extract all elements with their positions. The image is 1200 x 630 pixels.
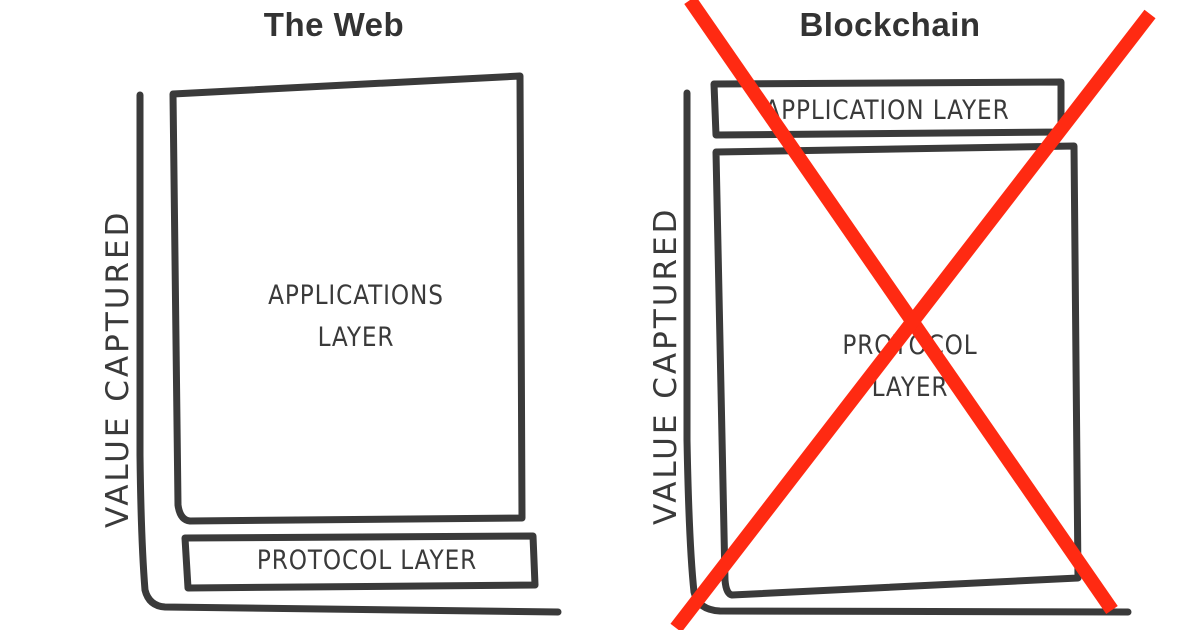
web-panel: The Web <box>263 6 405 43</box>
web-applications-box <box>169 72 526 525</box>
web-protocol-layer-label: PROTOCOL LAYER <box>256 545 478 576</box>
web-y-axis-label: VALUE CAPTURED <box>100 209 136 528</box>
web-applications-layer-label: APPLICATIONS LAYER <box>253 275 459 359</box>
web-axis <box>136 91 562 616</box>
blockchain-application-layer-label: APPLICATION LAYER <box>764 95 1010 126</box>
blockchain-y-axis-label: VALUE CAPTURED <box>648 206 684 525</box>
web-applications-layer-text: APPLICATIONS LAYER <box>268 280 444 353</box>
blockchain-protocol-layer-text: PROTOCOL LAYER <box>842 330 978 403</box>
web-protocol-box <box>181 532 539 592</box>
web-title: The Web <box>263 6 405 43</box>
blockchain-protocol-layer-label: PROTOCOL LAYER <box>798 325 1022 409</box>
